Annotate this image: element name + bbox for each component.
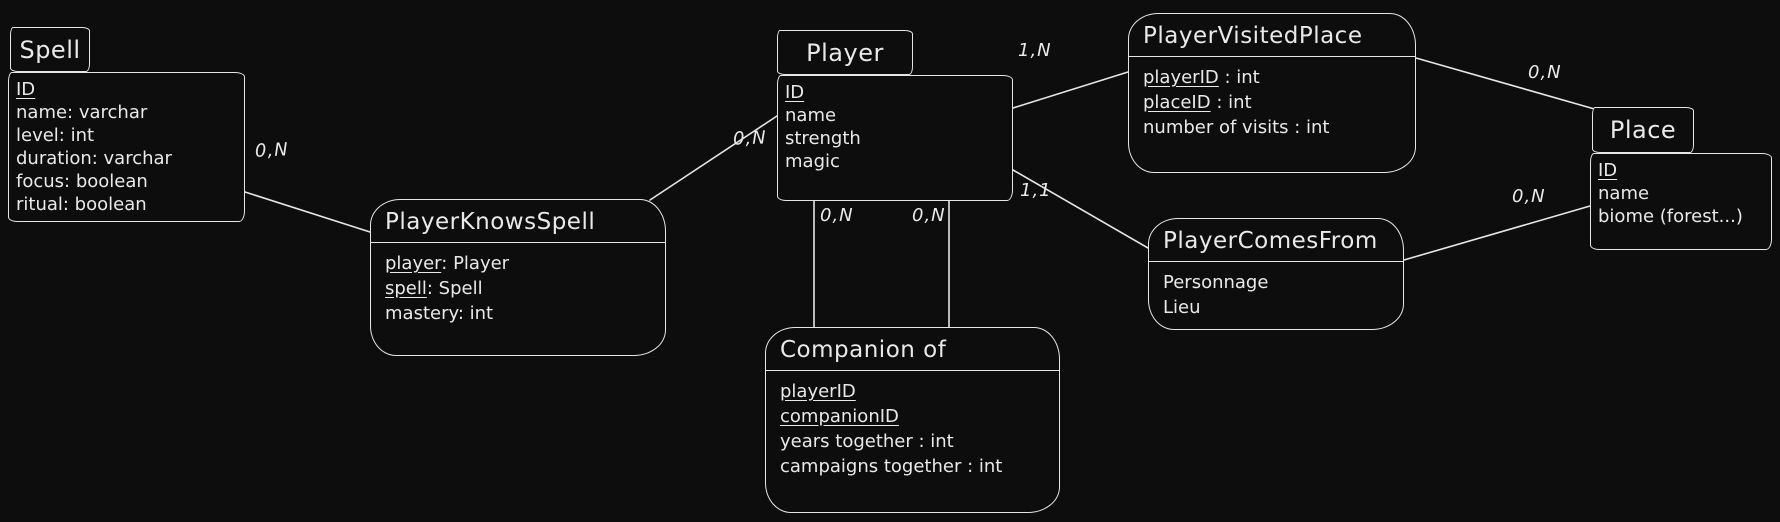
attribute-row: biome (forest...) xyxy=(1598,205,1764,228)
attribute-text: name xyxy=(785,105,837,126)
association-playerknowsspell-attributes: player: Player spell: Spell mastery: int xyxy=(371,243,665,334)
attribute-text: focus: boolean xyxy=(16,171,148,192)
association-playercomesfrom-title: PlayerComesFrom xyxy=(1149,219,1403,262)
attribute-row: ID xyxy=(1598,159,1764,182)
attribute-key: spell xyxy=(385,278,427,299)
entity-spell-title: Spell xyxy=(19,35,81,64)
entity-player[interactable]: Player ID name strength magic xyxy=(777,30,1013,201)
attribute-text: : Player xyxy=(441,253,510,274)
attribute-row: mastery: int xyxy=(385,301,651,326)
entity-player-title-box[interactable]: Player xyxy=(777,30,913,75)
connection-playervisitedplace-place[interactable] xyxy=(1415,57,1599,111)
entity-spell-title-box[interactable]: Spell xyxy=(10,27,90,72)
attribute-row: spell: Spell xyxy=(385,276,651,301)
attribute-key: placeID xyxy=(1143,92,1211,113)
attribute-row: duration: varchar xyxy=(16,147,237,170)
attribute-row: playerID xyxy=(780,379,1045,404)
connection-playercomesfrom-place[interactable] xyxy=(1403,205,1591,261)
attribute-row: ID xyxy=(785,81,1005,104)
attribute-text: : int xyxy=(1210,92,1252,113)
attribute-key: companionID xyxy=(780,406,899,427)
attribute-text: campaigns together : int xyxy=(780,456,1003,477)
entity-player-body[interactable]: ID name strength magic xyxy=(777,75,1013,201)
connection-spell-playerknowsspell[interactable] xyxy=(244,191,371,233)
entity-place-title-box[interactable]: Place xyxy=(1592,107,1694,153)
attribute-row: Personnage xyxy=(1163,270,1389,295)
entity-spell[interactable]: Spell ID name: varchar level: int durati… xyxy=(8,27,245,222)
connection-player-playercomesfrom[interactable] xyxy=(1012,169,1149,249)
cardinality-player-companionof-left[interactable]: 0,N xyxy=(820,205,854,226)
connection-playerknowsspell-player[interactable] xyxy=(649,115,778,201)
cardinality-playercomesfrom-place[interactable]: 0,N xyxy=(1512,186,1546,207)
entity-player-title: Player xyxy=(806,38,884,67)
entity-place[interactable]: Place ID name biome (forest...) xyxy=(1590,107,1772,250)
attribute-row: strength xyxy=(785,127,1005,150)
attribute-row: magic xyxy=(785,150,1005,173)
attribute-row: number of visits : int xyxy=(1143,115,1401,140)
attribute-text: : int xyxy=(1218,67,1260,88)
attribute-row: name xyxy=(785,104,1005,127)
attribute-row: playerID : int xyxy=(1143,65,1401,90)
association-playercomesfrom[interactable]: PlayerComesFrom Personnage Lieu xyxy=(1148,218,1404,330)
attribute-key: ID xyxy=(16,79,36,100)
attribute-row: placeID : int xyxy=(1143,90,1401,115)
cardinality-playerknowsspell-player[interactable]: 0,N xyxy=(732,127,767,150)
attribute-row: companionID xyxy=(780,404,1045,429)
association-playerknowsspell[interactable]: PlayerKnowsSpell player: Player spell: S… xyxy=(370,199,666,356)
attribute-text: Personnage xyxy=(1163,272,1269,293)
cardinality-player-playervisitedplace[interactable]: 1,N xyxy=(1018,40,1052,61)
attribute-text: duration: varchar xyxy=(16,148,172,169)
attribute-row: ID xyxy=(16,78,237,101)
attribute-text: number of visits : int xyxy=(1143,117,1330,138)
attribute-text: name: varchar xyxy=(16,102,148,123)
attribute-text: name xyxy=(1598,183,1650,204)
attribute-row: player: Player xyxy=(385,251,651,276)
attribute-row: name: varchar xyxy=(16,101,237,124)
cardinality-player-playercomesfrom[interactable]: 1,1 xyxy=(1020,180,1052,201)
attribute-text: : Spell xyxy=(426,278,483,299)
association-companionof-attributes: playerID companionID years together : in… xyxy=(766,371,1059,487)
entity-place-body[interactable]: ID name biome (forest...) xyxy=(1590,153,1772,250)
attribute-row: campaigns together : int xyxy=(780,454,1045,479)
attribute-row: level: int xyxy=(16,124,237,147)
attribute-text: years together : int xyxy=(780,431,954,452)
attribute-row: years together : int xyxy=(780,429,1045,454)
attribute-text: strength xyxy=(785,128,861,149)
attribute-key: playerID xyxy=(780,381,856,402)
cardinality-spell-playerknowsspell[interactable]: 0,N xyxy=(254,139,290,162)
attribute-text: Lieu xyxy=(1163,297,1201,318)
association-playervisitedplace[interactable]: PlayerVisitedPlace playerID : int placeI… xyxy=(1128,13,1416,173)
attribute-row: name xyxy=(1598,182,1764,205)
association-playerknowsspell-title: PlayerKnowsSpell xyxy=(371,200,665,243)
attribute-key: ID xyxy=(1598,160,1618,181)
entity-spell-body[interactable]: ID name: varchar level: int duration: va… xyxy=(8,72,245,222)
connection-player-playervisitedplace[interactable] xyxy=(1012,71,1129,109)
attribute-key: playerID xyxy=(1143,67,1219,88)
association-playervisitedplace-attributes: playerID : int placeID : int number of v… xyxy=(1129,57,1415,148)
attribute-text: magic xyxy=(785,151,840,172)
attribute-row: focus: boolean xyxy=(16,170,237,193)
association-playercomesfrom-attributes: Personnage Lieu xyxy=(1149,262,1403,328)
association-companionof-title: Companion of xyxy=(766,328,1059,371)
association-companionof[interactable]: Companion of playerID companionID years … xyxy=(765,327,1060,513)
attribute-text: ritual: boolean xyxy=(16,194,147,215)
attribute-key: player xyxy=(385,253,442,274)
attribute-key: ID xyxy=(785,82,805,103)
attribute-row: ritual: boolean xyxy=(16,193,237,216)
attribute-text: mastery: int xyxy=(385,303,494,324)
cardinality-playervisitedplace-place[interactable]: 0,N xyxy=(1528,62,1562,83)
attribute-text: biome (forest...) xyxy=(1598,206,1743,227)
association-playervisitedplace-title: PlayerVisitedPlace xyxy=(1129,14,1415,57)
attribute-text: level: int xyxy=(16,125,95,146)
attribute-row: Lieu xyxy=(1163,295,1389,320)
entity-place-title: Place xyxy=(1609,116,1677,144)
cardinality-player-companionof-right[interactable]: 0,N xyxy=(912,205,946,226)
